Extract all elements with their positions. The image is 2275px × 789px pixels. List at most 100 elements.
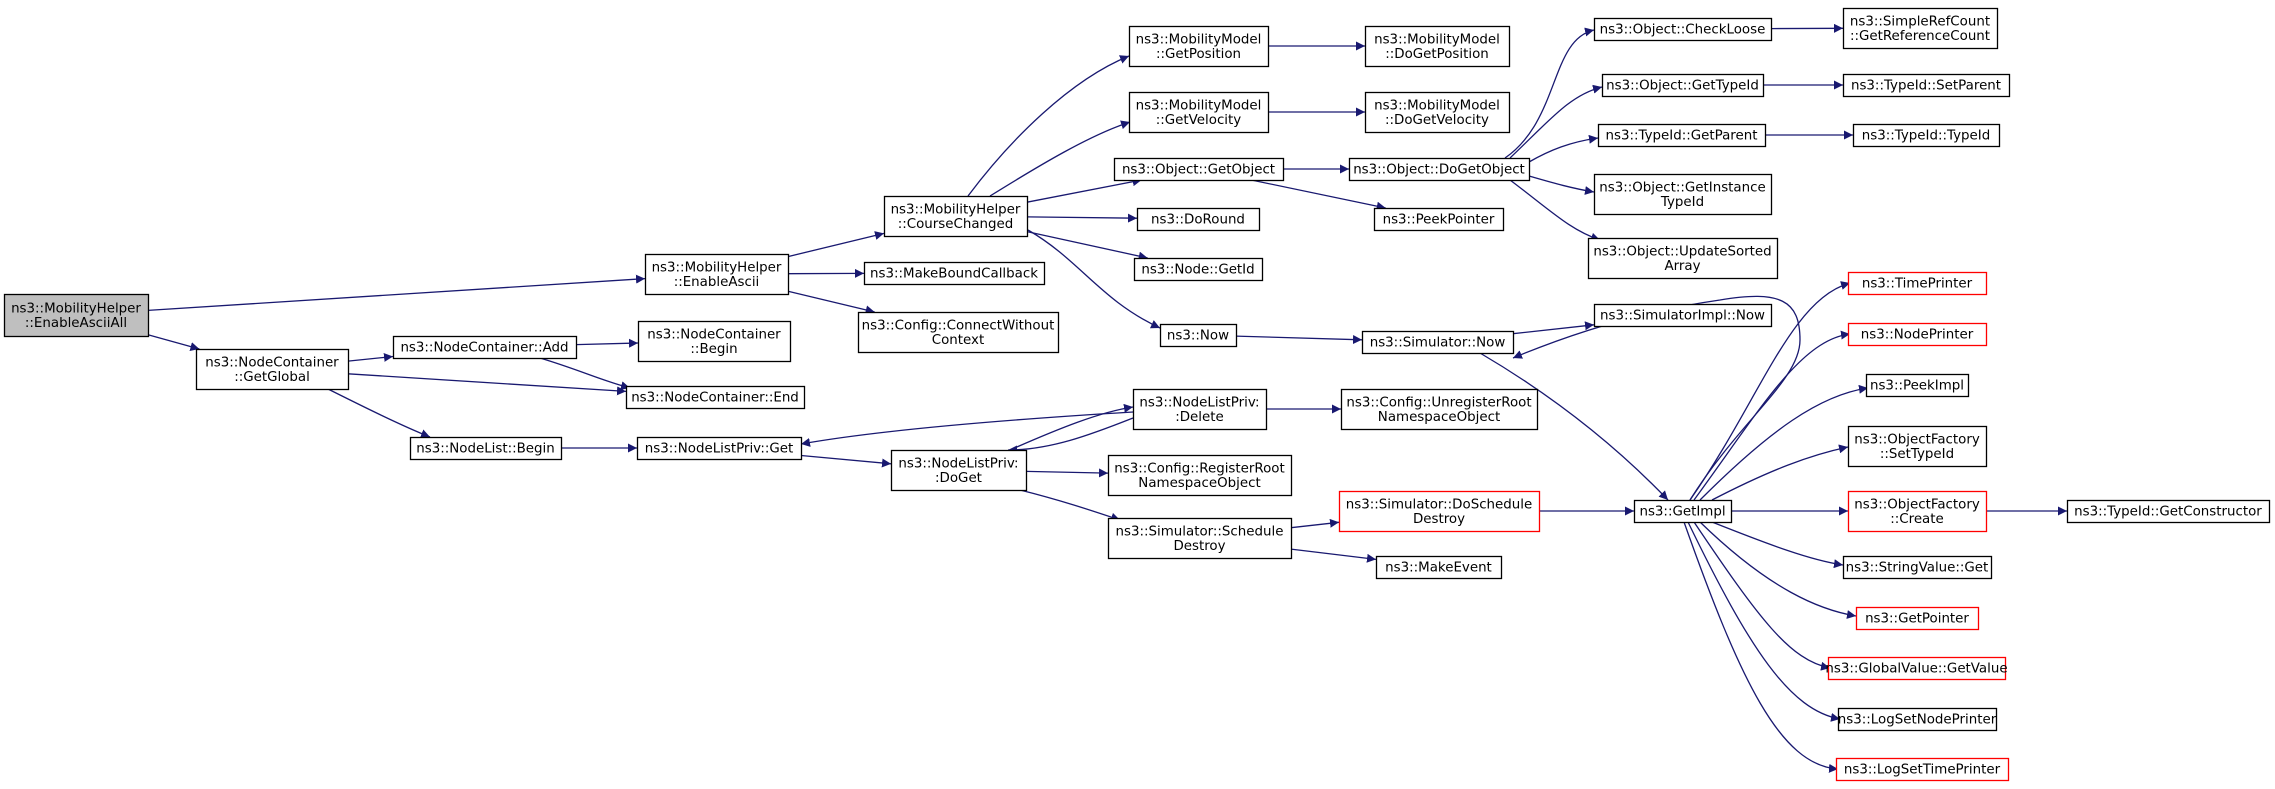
edge-mh_enableascii-to-mh_coursechanged — [787, 231, 885, 258]
node-box — [1340, 388, 1539, 431]
node-label: ns3::NodeContainer — [205, 355, 339, 370]
node-box — [1842, 73, 2011, 98]
node-obj_getobject[interactable]: ns3::Object::GetObject — [1113, 157, 1285, 182]
node-label: NamespaceObject — [1138, 476, 1260, 491]
node-label: ns3::Object::CheckLoose — [1600, 23, 1766, 38]
node-mm_dogetposition[interactable]: ns3::MobilityModel::DoGetPosition — [1364, 25, 1511, 68]
node-nc_add[interactable]: ns3::NodeContainer::Add — [392, 335, 578, 360]
node-now[interactable]: ns3::Now — [1159, 323, 1238, 348]
node-label: ns3::Simulator::DoSchedule — [1346, 497, 1532, 512]
node-box — [1348, 157, 1531, 182]
node-mm_getvelocity[interactable]: ns3::MobilityModel::GetVelocity — [1128, 91, 1270, 134]
node-nl_begin[interactable]: ns3::NodeList::Begin — [409, 436, 563, 461]
node-box — [1361, 330, 1515, 355]
node-root[interactable]: ns3::MobilityHelper::EnableAsciiAll — [3, 293, 150, 338]
node-nc_end[interactable]: ns3::NodeContainer::End — [625, 385, 806, 410]
node-getimpl[interactable]: ns3::GetImpl — [1633, 499, 1733, 524]
node-label: ns3::NodeContainer::End — [631, 391, 799, 406]
edge-getimpl-to-stringvalue_get — [1711, 521, 1844, 569]
node-label: ns3::GlobalValue::GetValue — [1825, 662, 2007, 677]
node-nlp_get[interactable]: ns3::NodeListPriv::Get — [636, 436, 803, 461]
node-box — [1107, 517, 1293, 560]
edge-mh_coursechanged-to-node_getid — [1026, 230, 1148, 261]
node-nlp_doget[interactable]: ns3::NodeListPriv::DoGet — [890, 449, 1028, 492]
node-label: TypeId — [1660, 195, 1704, 210]
node-box — [1847, 322, 1988, 347]
node-logsettimeprinter[interactable]: ns3::LogSetTimePrinter — [1835, 757, 2010, 782]
node-obj_checkloose[interactable]: ns3::Object::CheckLoose — [1593, 17, 1773, 42]
node-node_getid[interactable]: ns3::Node::GetId — [1133, 257, 1264, 282]
node-label: ns3::Simulator::Now — [1370, 336, 1506, 351]
node-mm_dogetvelocity[interactable]: ns3::MobilityModel::DoGetVelocity — [1364, 91, 1511, 134]
node-makeevent[interactable]: ns3::MakeEvent — [1375, 555, 1503, 580]
node-label: ns3::LogSetNodePrinter — [1838, 713, 1997, 728]
node-mh_enableascii[interactable]: ns3::MobilityHelper::EnableAscii — [644, 253, 790, 296]
node-sim_now[interactable]: ns3::Simulator::Now — [1361, 330, 1515, 355]
node-box — [2066, 499, 2271, 524]
node-box — [1364, 91, 1511, 134]
node-typeid_getparent[interactable]: ns3::TypeId::GetParent — [1597, 123, 1767, 148]
node-obj_gettypeid[interactable]: ns3::Object::GetTypeId — [1601, 73, 1765, 98]
node-label: ::Begin — [690, 342, 737, 357]
node-of_create[interactable]: ns3::ObjectFactory::Create — [1847, 490, 1988, 533]
node-nc_getglobal[interactable]: ns3::NodeContainer::GetGlobal — [195, 348, 350, 391]
node-peekpointer[interactable]: ns3::PeekPointer — [1373, 207, 1505, 232]
node-peekimpl[interactable]: ns3::PeekImpl — [1865, 373, 1970, 398]
node-label: ns3::Config::ConnectWithout — [862, 318, 1055, 333]
node-mm_getposition[interactable]: ns3::MobilityModel::GetPosition — [1128, 25, 1270, 68]
node-label: Destroy — [1173, 539, 1225, 554]
node-box — [857, 311, 1060, 354]
node-typeid_typeid[interactable]: ns3::TypeId::TypeId — [1852, 123, 2001, 148]
node-label: :DoGet — [935, 471, 982, 486]
node-nlp_delete[interactable]: ns3::NodeListPriv::Delete — [1132, 388, 1268, 431]
edge-nlp_doget-to-sim_scheduledestroy — [1019, 489, 1121, 522]
node-simimpl_now[interactable]: ns3::SimulatorImpl::Now — [1593, 303, 1773, 328]
edge-getimpl-to-globalvalue_getvalue — [1693, 521, 1831, 671]
node-box — [1132, 388, 1268, 431]
node-box — [1842, 7, 1999, 50]
node-box — [644, 253, 790, 296]
node-label: ns3::NodeListPriv: — [898, 456, 1018, 471]
edge-nlp_delete-to-nlp_get — [800, 411, 1134, 447]
node-doround[interactable]: ns3::DoRound — [1136, 207, 1261, 232]
node-config_unregisterroot[interactable]: ns3::Config::UnregisterRootNamespaceObje… — [1340, 388, 1539, 431]
node-globalvalue_getvalue[interactable]: ns3::GlobalValue::GetValue — [1825, 656, 2008, 681]
node-box — [883, 195, 1029, 238]
node-label: ::GetPosition — [1156, 47, 1241, 62]
node-typeid_setparent[interactable]: ns3::TypeId::SetParent — [1842, 73, 2011, 98]
edge-nlp_get-to-nlp_doget — [800, 454, 892, 468]
node-label: ns3::DoRound — [1151, 213, 1245, 228]
node-of_settypeid[interactable]: ns3::ObjectFactory::SetTypeId — [1847, 425, 1988, 468]
node-label: ns3::ObjectFactory — [1854, 497, 1980, 512]
node-label: ns3::Object::GetObject — [1122, 163, 1275, 178]
node-box — [890, 449, 1028, 492]
node-label: ns3::MobilityModel — [1374, 98, 1500, 113]
node-typeid_getconstructor[interactable]: ns3::TypeId::GetConstructor — [2066, 499, 2271, 524]
node-label: ns3::TypeId::SetParent — [1851, 79, 2001, 94]
node-label: ::CourseChanged — [898, 217, 1014, 232]
node-label: Context — [932, 333, 984, 348]
node-box — [1373, 207, 1505, 232]
node-obj_dogetobject[interactable]: ns3::Object::DoGetObject — [1348, 157, 1531, 182]
node-label: ns3::TimePrinter — [1862, 277, 1973, 292]
node-nodeprinter[interactable]: ns3::NodePrinter — [1847, 322, 1988, 347]
node-timeprinter[interactable]: ns3::TimePrinter — [1847, 271, 1988, 296]
edge-sim_scheduledestroy-to-makeevent — [1290, 548, 1377, 563]
node-nc_begin[interactable]: ns3::NodeContainer::Begin — [637, 320, 792, 363]
node-box — [863, 261, 1046, 286]
edge-getimpl-to-nodeprinter — [1693, 330, 1851, 501]
node-getpointer[interactable]: ns3::GetPointer — [1855, 606, 1980, 631]
node-stringvalue_get[interactable]: ns3::StringValue::Get — [1842, 555, 1993, 580]
node-simplerefcount[interactable]: ns3::SimpleRefCount::GetReferenceCount — [1842, 7, 1999, 50]
edge-nc_getglobal-to-nc_end — [347, 373, 627, 396]
node-logsetnodeprinter[interactable]: ns3::LogSetNodePrinter — [1838, 707, 1998, 732]
edge-mh_enableascii-to-config_connectwithoutcontext — [787, 290, 875, 315]
node-makeboundcallback[interactable]: ns3::MakeBoundCallback — [863, 261, 1046, 286]
node-mh_coursechanged[interactable]: ns3::MobilityHelper::CourseChanged — [883, 195, 1029, 238]
